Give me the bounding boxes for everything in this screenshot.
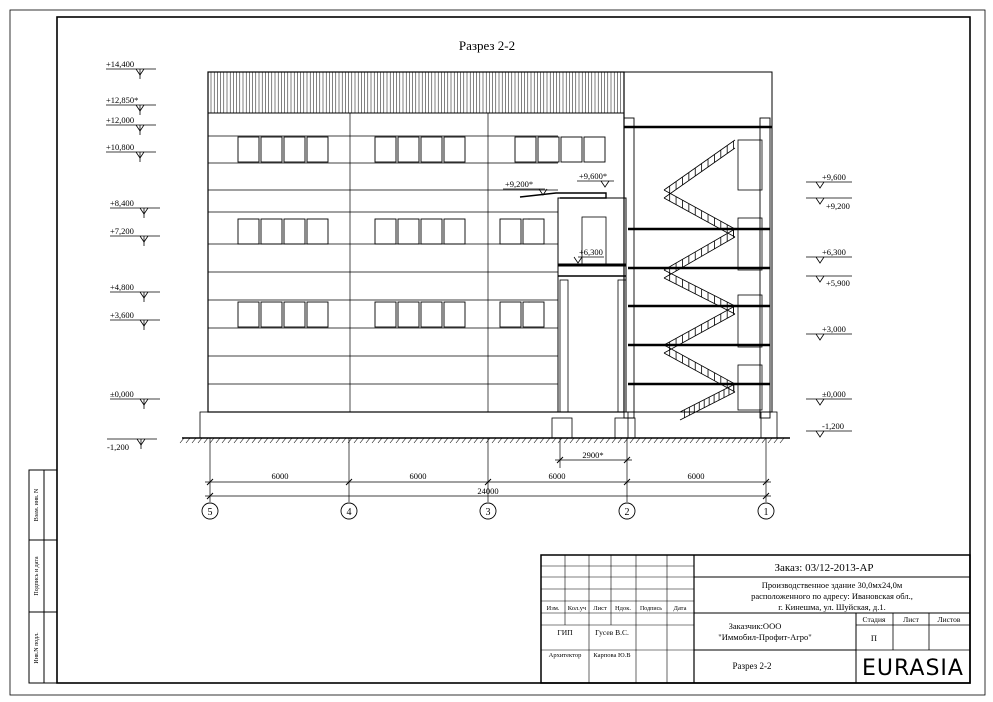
tb-header-date: Дата	[674, 605, 687, 612]
dim-sub: 2900*	[582, 450, 603, 460]
stamp-inventory-label: Инв.N подл.	[34, 632, 40, 664]
eurasia-logo: EURASIA	[862, 656, 964, 681]
right-elev-3000: +3,000	[822, 324, 846, 334]
right-elev-9600: +9,600	[822, 172, 846, 182]
tb-header-sign: Подпись	[640, 606, 662, 612]
axis-5: 5	[208, 507, 213, 518]
ground-line	[179, 437, 790, 444]
stamp-signature-label: Подпись и дата	[34, 556, 40, 596]
dim-total: 24000	[477, 486, 498, 496]
tb-stage-value: П	[871, 633, 877, 643]
inner-elevation-marks	[503, 180, 614, 264]
tb-header-list: Лист	[593, 605, 607, 612]
dim-span-2-1: 6000	[688, 471, 705, 481]
tb-role-architect: Архитектор	[549, 652, 582, 659]
sheet-border	[9, 9, 986, 696]
left-elev-7200: +7,200	[110, 226, 134, 236]
annex-building	[519, 192, 636, 439]
tb-header-ndok: Ндок.	[615, 605, 631, 612]
tb-object-line2: расположенного по адресу: Ивановская обл…	[751, 591, 913, 601]
left-elev-10800: +10,800	[106, 142, 134, 152]
tb-stage-header: Стадия	[863, 615, 886, 624]
title-block	[540, 554, 971, 684]
drawing-frame	[56, 16, 971, 684]
right-elev-9200: +9,200	[826, 201, 850, 211]
left-elev-0: ±0,000	[110, 389, 134, 399]
tb-name-architect: Карпова Ю.В	[593, 652, 631, 659]
dim-span-4-3: 6000	[410, 471, 427, 481]
main-building	[199, 71, 629, 439]
left-elev-4800: +4,800	[110, 282, 134, 292]
tb-customer-line2: "Иммобил-Профит-Агро"	[718, 632, 811, 642]
tb-sheet-name: Разрез 2-2	[733, 661, 772, 671]
axis-1: 1	[764, 507, 769, 518]
inner-elev-9200: +9,200*	[505, 179, 533, 189]
stair-tower	[623, 71, 778, 439]
left-elev-3600: +3,600	[110, 310, 134, 320]
dim-span-5-4: 6000	[272, 471, 289, 481]
right-elev-6300: +6,300	[822, 247, 846, 257]
right-elev-minus1200: -1,200	[822, 421, 844, 431]
tb-order: Заказ: 03/12-2013-АР	[774, 562, 873, 574]
tb-object-line3: г. Кинешма, ул. Шуйская, д.1.	[778, 602, 885, 612]
axis-4: 4	[347, 507, 352, 518]
tb-customer-line1: Заказчик:ООО	[729, 621, 782, 631]
left-elev-12850: +12,850*	[106, 95, 138, 105]
right-elev-5900: +5,900	[826, 278, 850, 288]
left-elev-12000: +12,000	[106, 115, 134, 125]
tb-role-gip: ГИП	[557, 628, 573, 637]
side-stamp	[28, 469, 58, 684]
right-elev-0: ±0,000	[822, 389, 846, 399]
left-elevation-marks	[106, 68, 160, 449]
left-elev-8400: +8,400	[110, 198, 134, 208]
tb-name-gip: Гусев В.С.	[595, 628, 629, 637]
right-elevation-marks	[806, 181, 852, 438]
dimension-lines	[205, 438, 771, 502]
tb-sheet-header: Лист	[903, 615, 919, 624]
left-elev-minus1200: -1,200	[107, 442, 129, 452]
axis-bubbles	[201, 502, 775, 520]
axis-2: 2	[625, 507, 630, 518]
dim-span-3-2: 6000	[549, 471, 566, 481]
section-title: Разрез 2-2	[459, 38, 515, 53]
tb-header-izm: Изм.	[547, 605, 560, 612]
tb-sheets-header: Листов	[938, 615, 961, 624]
axis-3: 3	[486, 507, 491, 518]
inner-elev-6300: +6,300	[579, 247, 603, 257]
left-elev-14400: +14,400	[106, 59, 134, 69]
tb-header-kolvo: Кол.уч	[568, 605, 587, 612]
inner-elev-9600: +9,600*	[579, 171, 607, 181]
stamp-replacement-label: Взам. инв. N	[34, 488, 40, 521]
tb-object-line1: Производственное здание 30,0мх24,0м	[762, 580, 903, 590]
